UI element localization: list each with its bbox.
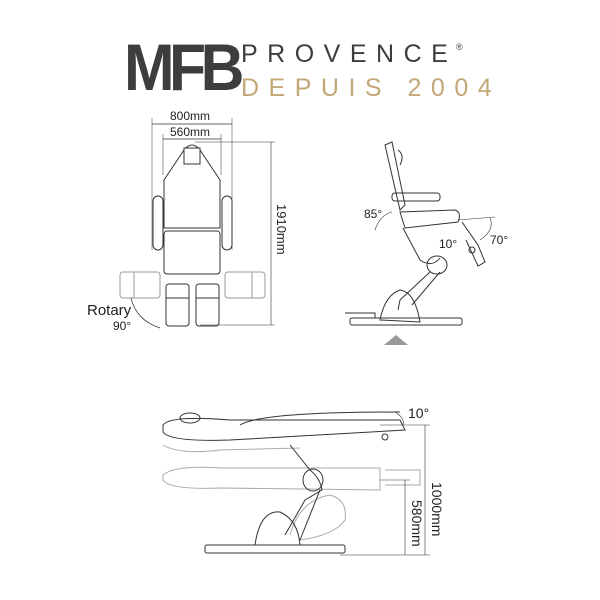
backrest-angle-label: 85° [364, 207, 383, 221]
top-view-drawing [119, 118, 275, 329]
max-height-label: 1000mm [429, 482, 445, 537]
width-outer-label: 800mm [170, 109, 211, 123]
seat-angle-label: 10° [439, 237, 458, 251]
logo-tagline: DEPUIS 2004 [241, 74, 502, 102]
logo-name: PROVENCE [241, 40, 458, 68]
height-view-drawing [162, 411, 430, 556]
min-height-label: 580mm [409, 500, 425, 547]
side-view-drawing [345, 141, 496, 345]
length-label: 1910mm [274, 204, 289, 255]
tilt-angle-label: 10° [408, 405, 430, 421]
width-inner-label: 560mm [170, 125, 211, 139]
logo-registered-mark: ® [456, 42, 463, 52]
rotary-angle-label: 90° [113, 319, 132, 333]
legrest-angle-label: 70° [490, 233, 509, 247]
logo-brand-mfb: MFB [124, 30, 244, 104]
rotary-label: Rotary [87, 302, 132, 319]
